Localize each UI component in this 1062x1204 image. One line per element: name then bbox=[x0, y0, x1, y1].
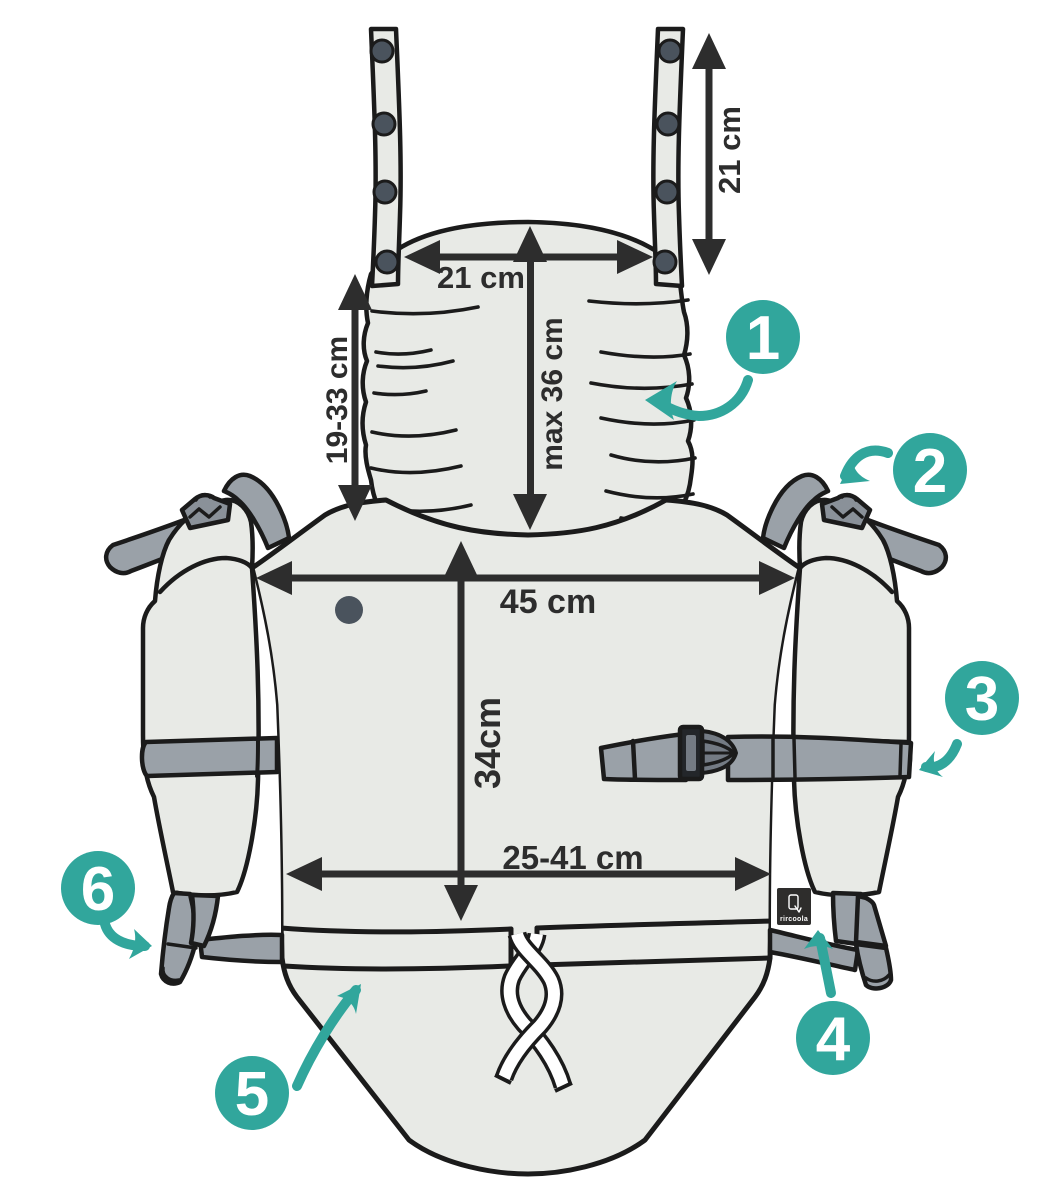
svg-text:6: 6 bbox=[81, 855, 115, 924]
svg-text:21 cm: 21 cm bbox=[712, 106, 747, 194]
svg-text:rircoola: rircoola bbox=[780, 916, 808, 923]
svg-text:4: 4 bbox=[816, 1005, 851, 1074]
svg-text:3: 3 bbox=[965, 665, 999, 734]
svg-text:5: 5 bbox=[235, 1060, 269, 1129]
svg-text:1: 1 bbox=[746, 304, 780, 373]
svg-text:25-41 cm: 25-41 cm bbox=[502, 839, 643, 876]
svg-text:2: 2 bbox=[913, 437, 947, 506]
svg-text:21 cm: 21 cm bbox=[437, 260, 525, 295]
svg-text:34cm: 34cm bbox=[467, 697, 508, 789]
svg-text:max 36 cm: max 36 cm bbox=[536, 317, 569, 470]
svg-text:19-33 cm: 19-33 cm bbox=[321, 336, 354, 464]
svg-text:45 cm: 45 cm bbox=[500, 583, 596, 621]
